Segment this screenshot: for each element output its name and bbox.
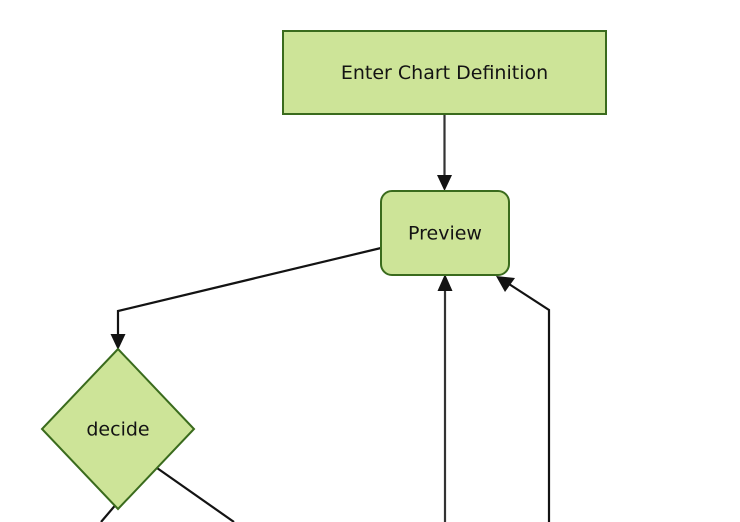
edge-enter-to-preview[interactable]: [437, 114, 452, 191]
arrowhead-icon: [437, 175, 452, 191]
node-preview-shape: [380, 190, 510, 276]
node-preview[interactable]: Preview: [380, 190, 510, 276]
node-layer: Enter Chart Definition Preview decide: [40, 30, 607, 511]
edge-preview-to-decide-line: [116, 246, 382, 342]
node-decide-shape: [40, 347, 196, 511]
edge-decide-down-right-line: [156, 467, 235, 522]
edge-bottom-right-to-preview-line: [508, 283, 551, 522]
node-enter-chart-definition[interactable]: Enter Chart Definition: [282, 30, 607, 115]
edge-bottom-center-to-preview[interactable]: [437, 274, 453, 522]
node-decide[interactable]: decide: [40, 347, 196, 511]
edge-decide-down-right[interactable]: [156, 467, 235, 522]
edge-layer: [100, 114, 551, 522]
arrowhead-icon: [110, 334, 126, 350]
arrowhead-icon: [437, 274, 453, 291]
node-enter-chart-definition-shape: [282, 30, 607, 115]
node-decide-label: decide: [86, 419, 149, 441]
edge-bottom-right-to-preview[interactable]: [496, 276, 551, 522]
edge-preview-to-decide[interactable]: [110, 246, 382, 350]
arrowhead-icon: [496, 276, 515, 292]
node-preview-label: Preview: [408, 223, 482, 245]
node-enter-chart-definition-label: Enter Chart Definition: [341, 62, 548, 84]
